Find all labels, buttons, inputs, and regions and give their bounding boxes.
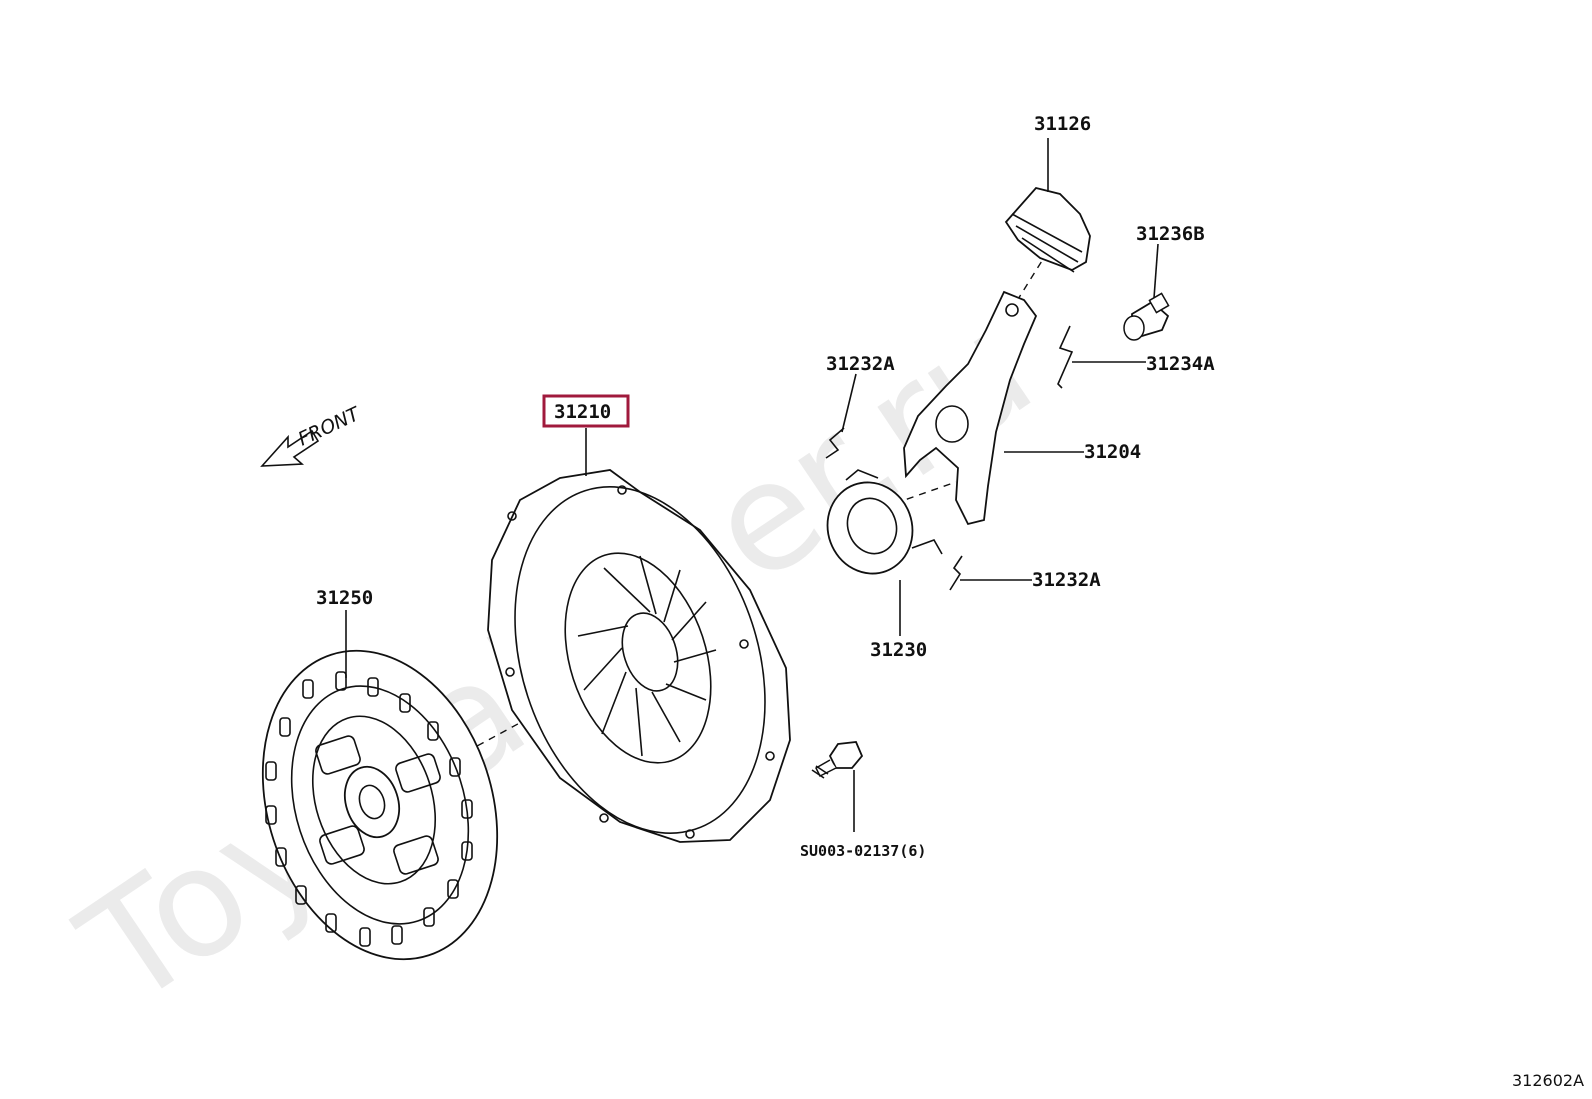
part-label-31236b[interactable]: 31236B [1136, 223, 1205, 245]
diagram-code: 312602A [1512, 1071, 1584, 1090]
part-label-31232a-right[interactable]: 31232A [1032, 569, 1101, 591]
part-label-31204[interactable]: 31204 [1084, 441, 1141, 463]
bolt-drawing [811, 741, 864, 779]
part-label-31230[interactable]: 31230 [870, 639, 927, 661]
pivot-stud-drawing [1123, 292, 1170, 341]
part-label-31210[interactable]: 31210 [554, 401, 611, 423]
selected-part-highlight [542, 394, 630, 428]
release-fork-drawing [903, 290, 1038, 526]
part-label-bolt[interactable]: SU003-02137(6) [800, 842, 926, 860]
fork-boot-drawing [1004, 186, 1091, 273]
part-label-31250[interactable]: 31250 [316, 587, 373, 609]
front-arrow-icon [260, 429, 320, 467]
front-label: FRONT [295, 403, 364, 451]
leader-lines [345, 138, 1159, 832]
assembly-axis [465, 247, 1051, 753]
part-label-31126[interactable]: 31126 [1034, 113, 1091, 135]
spring-clip-drawing [1057, 325, 1074, 389]
part-label-31232a-top[interactable]: 31232A [826, 353, 895, 375]
part-label-31234a[interactable]: 31234A [1146, 353, 1215, 375]
hub-clip-top-drawing [825, 427, 845, 459]
clutch-disc-drawing [261, 649, 499, 961]
hub-clip-right-drawing [949, 555, 963, 591]
clutch-cover-drawing [487, 469, 791, 843]
release-bearing-drawing [826, 469, 943, 575]
